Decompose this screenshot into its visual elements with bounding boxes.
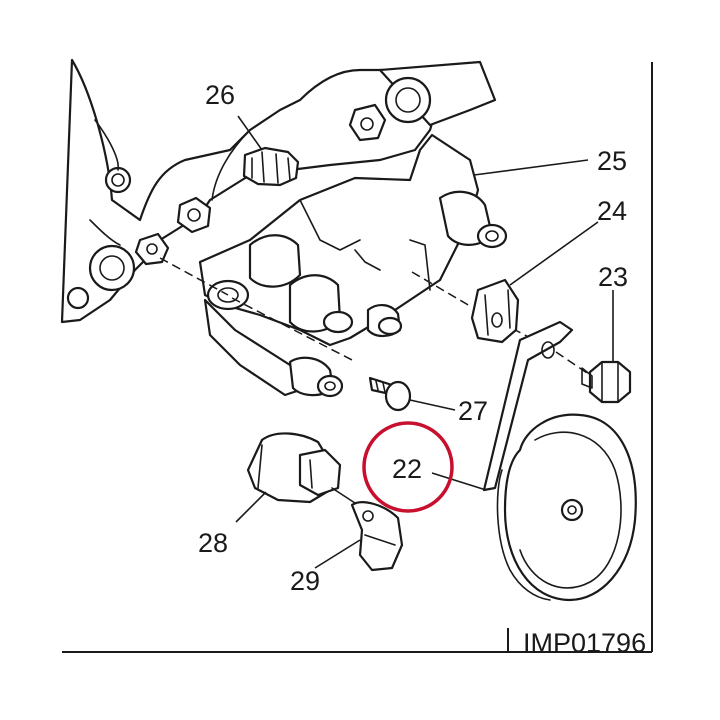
callout-24: 24 [597,196,627,226]
highlight-circle [362,421,454,513]
part-22-horn [482,320,637,602]
callout-27: 27 [458,396,488,426]
part-27-screw [368,376,412,412]
leader-lines [235,115,614,569]
part-23-bolt [581,360,632,404]
part-26-clip [242,146,300,187]
part-24-clip-nut [470,278,520,344]
callout-25: 25 [597,146,627,176]
callout-22: 22 [392,454,422,484]
callout-labels: 26 25 24 23 27 22 28 29 [198,80,628,596]
diagram-frame [62,62,653,653]
part-25-bracket [198,133,508,398]
frame-casting [60,58,497,324]
diagram-code: IMP01796 [523,628,646,658]
callout-23: 23 [598,262,628,292]
callout-28: 28 [198,528,228,558]
part-28-connector-cover [246,432,342,504]
part-29-terminal [331,487,404,572]
callout-26: 26 [205,80,235,110]
callout-29: 29 [290,566,320,596]
